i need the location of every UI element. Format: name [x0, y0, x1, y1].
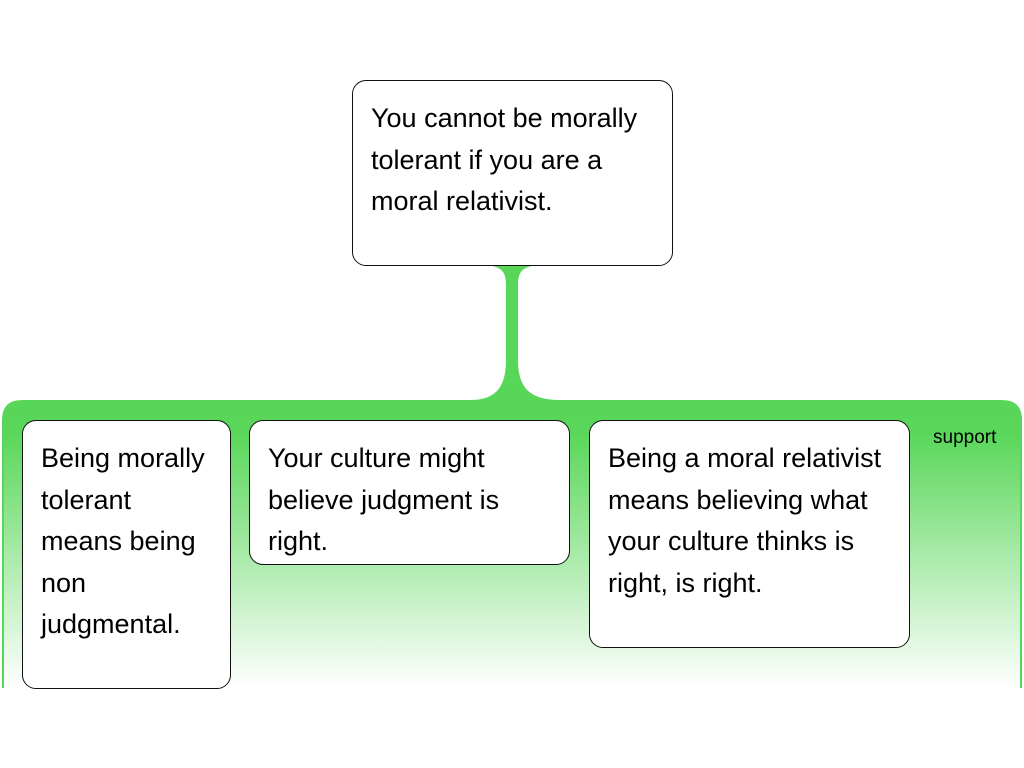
claim-box[interactable]: You cannot be morally tolerant if you ar… [352, 80, 673, 266]
claim-text: You cannot be morally tolerant if you ar… [371, 103, 638, 216]
support-connector [470, 265, 560, 400]
support-label: support [933, 427, 997, 448]
group-left-edge [2, 418, 4, 688]
premise-text: Your culture might believe judgment is r… [268, 443, 500, 556]
premise-text: Being morally tolerant means being non j… [41, 443, 205, 639]
premise-box-2[interactable]: Your culture might believe judgment is r… [249, 420, 570, 565]
group-right-edge [1020, 418, 1022, 688]
premise-box-3[interactable]: Being a moral relativist means believing… [589, 420, 910, 648]
premise-text: Being a moral relativist means believing… [608, 443, 882, 598]
premise-box-1[interactable]: Being morally tolerant means being non j… [22, 420, 231, 689]
